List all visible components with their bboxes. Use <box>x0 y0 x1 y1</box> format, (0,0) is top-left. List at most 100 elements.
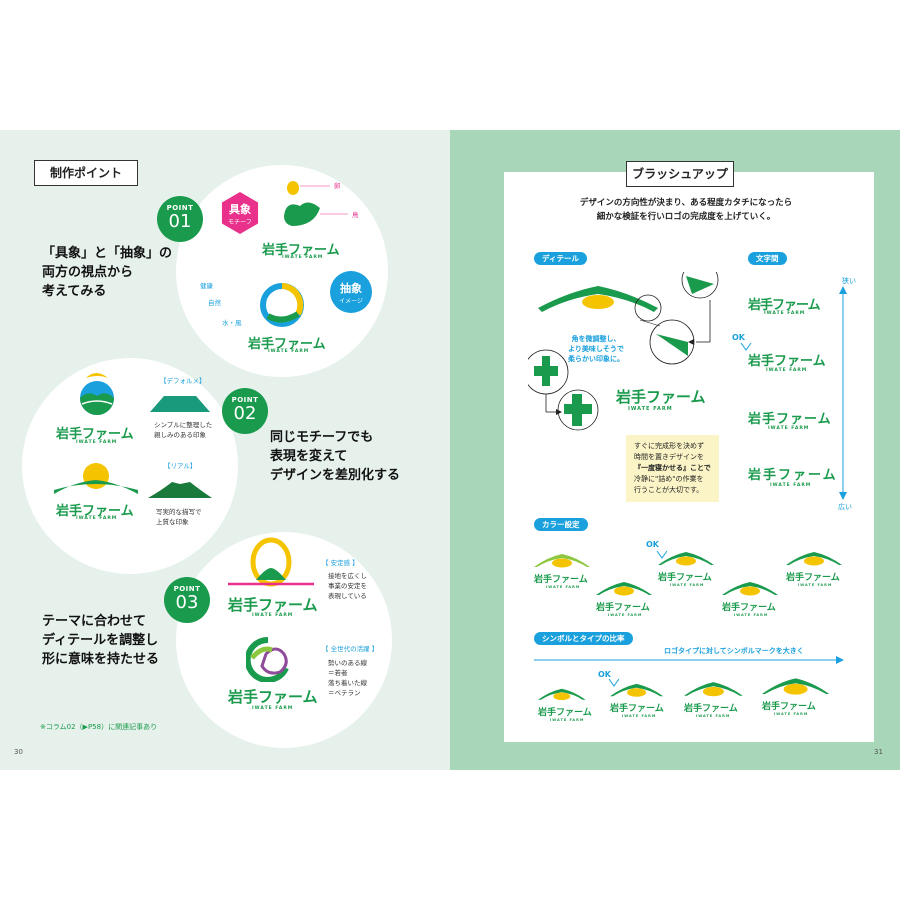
note-line: ＝若者 <box>328 669 348 677</box>
tip-line: 『一度寝かせる』ことで <box>634 464 711 472</box>
right-page-number: 31 <box>874 748 883 756</box>
point1-badge: POINT 01 <box>157 196 203 242</box>
note-line: 角を微調整し、 <box>571 335 621 343</box>
mountain-sun-icon <box>762 678 830 695</box>
logo-type: 岩手ファーム <box>722 603 776 613</box>
logo-sub: IWATE FARM <box>608 613 643 617</box>
note-line: シンプルに整理した <box>154 421 213 429</box>
note-line: 写実的な描写で <box>156 508 202 516</box>
note-line: 落ち着いた線 <box>328 679 367 687</box>
logo-type: 岩手ファーム <box>658 573 712 583</box>
spacing-ok: OK <box>732 333 745 342</box>
detail-note: 角を微調整し、 より美味しそうで 柔らかい印象に。 <box>568 334 624 364</box>
note-line: ＝ベテラン <box>328 689 361 697</box>
chushou-badge: 抽象 イメージ <box>330 271 372 313</box>
wide-label: 広い <box>838 503 852 511</box>
logo-type: 岩手ファーム <box>534 575 588 585</box>
spacing-logo-1-sub: IWATE FARM <box>764 311 806 316</box>
logo-sub: IWATE FARM <box>696 713 731 718</box>
logo-sub: IWATE FARM <box>550 718 585 722</box>
left-page: 制作ポイント POINT 01 「具象」と「抽象」の 両方の視点から 考えてみる… <box>0 130 450 770</box>
logo-type: 岩手ファーム <box>684 703 738 714</box>
point-number: 01 <box>168 211 192 232</box>
point2-circle <box>22 358 238 574</box>
spacing-logo-2-sub: IWATE FARM <box>766 368 808 373</box>
mountain-sun-icon <box>786 552 842 566</box>
bird-label: 鳥 <box>352 211 359 219</box>
p1-logo-bottom-sub: IWATE FARM <box>268 349 310 354</box>
lead-line: ディテールを調整し <box>42 633 159 648</box>
logo-type: 岩手ファーム <box>596 603 650 613</box>
circle-mark-icon <box>260 283 304 327</box>
deform-tag: 【デフォルメ】 <box>160 377 206 385</box>
ratio-arrow <box>534 656 844 664</box>
point-number: 03 <box>175 592 199 613</box>
logo-type: 岩手ファーム <box>786 573 840 583</box>
ratio-ok: OK <box>598 670 611 679</box>
generation-tag: 【 全世代の活躍 】 <box>322 645 379 653</box>
lead-line: 両方の視点から <box>42 265 134 280</box>
deform-globe-icon <box>80 373 114 415</box>
lead-line: 表現を変えて <box>270 449 348 464</box>
point2-lead: 同じモチーフでも 表現を変えて デザインを差別化する <box>270 428 400 485</box>
gushou-sub: モチーフ <box>228 219 252 226</box>
stable-mark-icon <box>228 537 314 587</box>
p3-logo-top: 岩手ファーム <box>228 596 318 614</box>
note-line: 接地を広くし <box>328 572 367 580</box>
lead-line: デザインを差別化する <box>270 468 401 483</box>
logo-type: 岩手ファーム <box>538 708 592 718</box>
spacing-logo-3: 岩手ファーム <box>748 412 832 427</box>
stable-note: 接地を広くし 事業の安定を 表現している <box>328 571 367 601</box>
mountain-sun-icon <box>596 582 652 596</box>
deform-mountain-icon <box>150 396 210 412</box>
p1-logo-top: 岩手ファーム <box>262 243 340 258</box>
lead-line: 同じモチーフでも <box>270 430 374 445</box>
chushou-sub: イメージ <box>339 298 363 305</box>
tip-line: 冷静に"詰め"の作業を <box>634 475 704 483</box>
mountain-sun-icon <box>684 682 743 697</box>
p3-logo-bottom-sub: IWATE FARM <box>252 706 294 711</box>
note-line: 親しみのある印象 <box>154 431 206 439</box>
intro-line: デザインの方向性が決まり、ある程度カタチになったら <box>579 198 793 208</box>
intro-text: デザインの方向性が決まり、ある程度カタチになったら 細かな検証を行いロゴの完成度… <box>536 196 836 224</box>
p2-logo-bottom-sub: IWATE FARM <box>76 516 118 521</box>
footnote: ※コラム02（▶P58）に関連記事あり <box>40 723 158 731</box>
egg-bird-icon <box>284 181 348 226</box>
p3-logo-top-sub: IWATE FARM <box>252 613 294 618</box>
point3-badge: POINT 03 <box>164 577 210 623</box>
p1-logo-top-sub: IWATE FARM <box>282 255 324 260</box>
mountain-sun-icon <box>658 552 714 566</box>
ok-check-icon <box>740 342 752 351</box>
ok-check-icon <box>656 550 668 559</box>
real-mountain-icon <box>148 482 212 498</box>
lead-line: 形に意味を持たせる <box>42 652 160 667</box>
point-label: POINT <box>166 204 194 212</box>
tip-line: すぐに完成形を決めず <box>634 442 704 450</box>
tip-line: 時間を置きデザインを <box>634 453 704 461</box>
logo-type: 岩手ファーム <box>610 704 664 715</box>
point-number: 02 <box>233 403 257 424</box>
spacing-logo-1: 岩手ファーム <box>748 298 821 313</box>
logo-sub: IWATE FARM <box>546 585 581 589</box>
ok-check-icon <box>608 678 620 687</box>
real-tag: 【リアル】 <box>164 462 197 470</box>
lead-line: 考えてみる <box>42 284 107 299</box>
spacing-logo-2: 岩手ファーム <box>748 354 826 369</box>
detail-main-logo-sub: IWATE FARM <box>628 406 673 412</box>
deform-note: シンプルに整理した 親しみのある印象 <box>154 420 212 440</box>
logo-type: 岩手ファーム <box>762 702 816 713</box>
p3-logo-bottom: 岩手ファーム <box>228 688 318 706</box>
right-page: ブラッシュアップ デザインの方向性が決まり、ある程度カタチになったら 細かな検証… <box>450 130 900 770</box>
ratio-note: ロゴタイプに対してシンボルマークを大きく <box>664 647 804 655</box>
spacing-logo-3-sub: IWATE FARM <box>768 426 810 431</box>
mizukaze-label: 水・風 <box>222 319 242 327</box>
tip-box: すぐに完成形を決めず 時間を置きデザインを 『一度寝かせる』ことで 冷静に"詰め… <box>626 435 719 502</box>
logo-sub: IWATE FARM <box>798 583 833 587</box>
